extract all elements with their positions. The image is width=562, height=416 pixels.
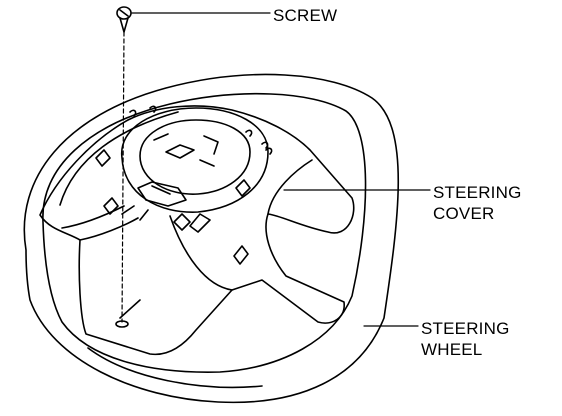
steering-cover-label-line1: STEERING [433,183,522,202]
clip-2 [104,198,118,214]
leader-lines [132,13,430,326]
hub-lower-bracket [138,182,186,206]
hub-recess [122,108,268,212]
rim-inner-edge [43,94,366,372]
clip-small-3 [246,130,252,136]
screw-head [117,7,131,19]
steering-wheel-label-line2: WHEEL [421,340,483,359]
left-spoke-line [62,206,138,240]
steering-cover-label-line2: COVER [433,204,495,223]
right-spoke-line [268,160,312,214]
clip-small-2 [150,106,156,112]
screw-slot [120,10,128,16]
steering-wheel-label: STEERING WHEEL [421,318,510,360]
rim-surface-line [60,112,178,205]
screw-axis-line [122,32,124,322]
rim-outer-edge [24,75,398,403]
screw [117,7,131,322]
center-spoke-line [120,216,232,318]
steering-wheel-label-line1: STEERING [421,319,510,338]
clip-3 [174,214,190,230]
screw-shank [120,18,128,32]
rim-lower-line [88,348,262,387]
steering-cover-label: STEERING COVER [433,182,522,224]
clip-4 [236,180,250,196]
clip-5 [234,246,248,264]
hub-lower-detail [122,206,210,232]
hub-mount-bracket [154,134,218,166]
screw-label: SCREW [273,5,337,26]
steering-wheel-rim [24,75,398,403]
steering-cover [40,106,354,354]
clip-1 [96,150,110,166]
clip-small-1 [130,110,136,116]
screw-label-text: SCREW [273,6,338,25]
hub-horn-contact [166,145,194,158]
cover-outline [40,106,354,354]
clip-small-4 [262,142,272,154]
hub-inner-ring [140,120,250,194]
